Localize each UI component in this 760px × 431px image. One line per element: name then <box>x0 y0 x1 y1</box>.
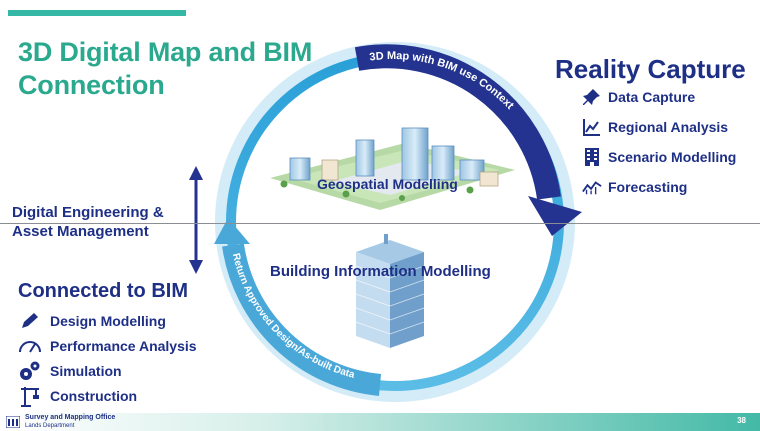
connected-to-bim-title: Connected to BIM <box>18 280 188 302</box>
cb-item-design-modelling: Design Modelling <box>18 310 166 332</box>
cb-item-performance-analysis: Performance Analysis <box>18 335 197 357</box>
arrow-down-head <box>189 260 203 274</box>
footer-bar <box>0 413 760 431</box>
rc-item-label: Forecasting <box>608 179 688 195</box>
page-title: 3D Digital Map and BIM Connection <box>18 36 312 102</box>
page-number: 38 <box>737 416 746 425</box>
cb-item-label: Performance Analysis <box>50 338 197 354</box>
bottom-arrow-band <box>222 243 382 396</box>
cb-item-label: Simulation <box>50 363 122 379</box>
digital-engineering-line2: Asset Management <box>12 223 149 240</box>
trend-chart-icon <box>582 116 602 138</box>
department-logo-icon <box>6 416 20 428</box>
cb-item-simulation: Simulation <box>18 360 122 382</box>
gears-icon <box>18 360 42 382</box>
digital-engineering-label: Digital Engineering & Asset Management <box>12 203 164 241</box>
digital-engineering-line1: Digital Engineering & <box>12 204 164 221</box>
pencil-icon <box>18 310 42 332</box>
rc-item-scenario-modelling: Scenario Modelling <box>582 146 736 168</box>
rc-item-label: Data Capture <box>608 89 696 105</box>
forecast-icon <box>582 176 602 198</box>
footer-org-name: Survey and Mapping Office <box>25 414 116 421</box>
cb-item-construction: Construction <box>18 385 137 407</box>
rc-item-regional-analysis: Regional Analysis <box>582 116 728 138</box>
arrow-up-head <box>189 166 203 180</box>
rc-item-label: Regional Analysis <box>608 119 729 135</box>
bim-tower-illustration <box>355 234 425 348</box>
page-title-line1: 3D Digital Map and BIM <box>18 37 313 67</box>
top-arrow-head <box>528 196 582 236</box>
pushpin-icon <box>582 86 602 108</box>
reality-capture-title: Reality Capture <box>555 54 746 84</box>
bottom-arrow-head <box>214 218 250 244</box>
bim-label: Building Information Modelling <box>270 263 491 280</box>
cb-item-label: Design Modelling <box>50 313 166 329</box>
gauge-icon <box>18 335 42 357</box>
building-icon <box>582 146 602 168</box>
rc-item-forecasting: Forecasting <box>582 176 687 198</box>
title-accent-bar <box>8 10 186 16</box>
city-model-illustration <box>270 127 515 210</box>
page-title-line2: Connection <box>18 70 165 100</box>
rc-item-data-capture: Data Capture <box>582 86 695 108</box>
geospatial-modelling-label: Geospatial Modelling <box>317 176 458 192</box>
crane-icon <box>18 385 42 407</box>
horizon-divider <box>0 223 760 224</box>
top-arrow-band <box>354 44 561 200</box>
rc-item-label: Scenario Modelling <box>608 149 737 165</box>
cb-item-label: Construction <box>50 388 138 404</box>
footer-dept-name: Lands Department <box>25 423 75 429</box>
